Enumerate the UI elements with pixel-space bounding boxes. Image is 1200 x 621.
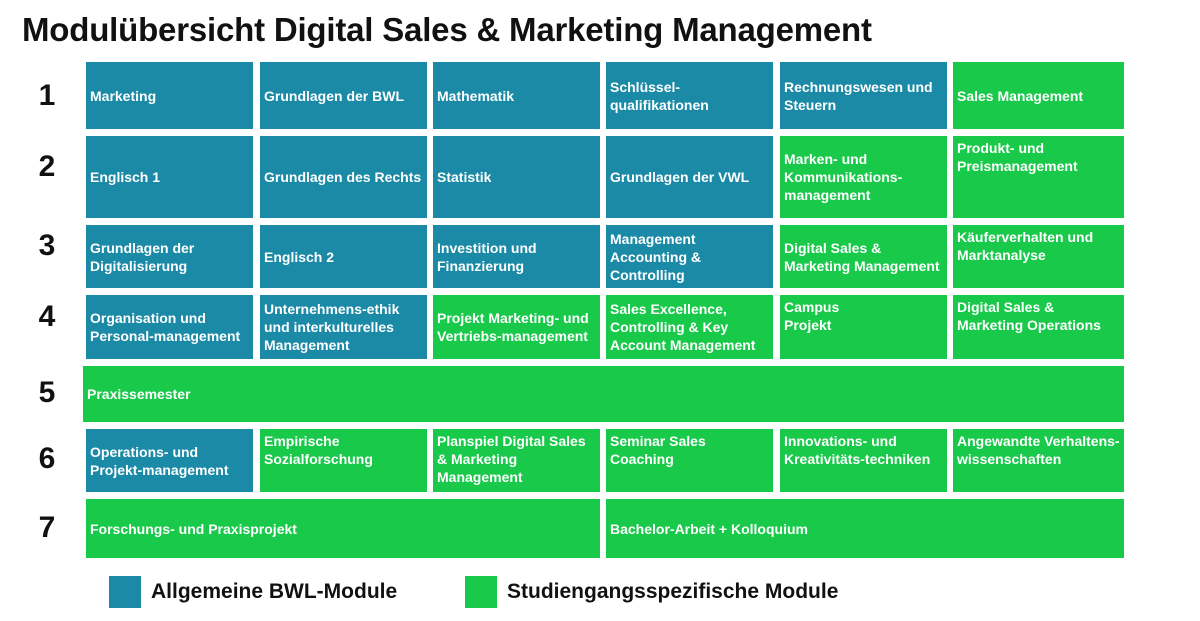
semester-number: 1 [38, 79, 56, 112]
module-cell: Käuferverhalten und Marktanalyse [953, 225, 1124, 288]
module-cell: Marketing [86, 62, 253, 129]
module-cell: Forschungs- und Praxisprojekt [86, 499, 600, 558]
module-cell: Mathematik [433, 62, 600, 129]
semester-number: 5 [38, 376, 56, 409]
module-cell: Campus Projekt [780, 295, 947, 359]
module-cell: Sales Excellence, Controlling & Key Acco… [606, 295, 773, 359]
legend-label-allgemein: Allgemeine BWL-Module [151, 580, 398, 603]
legend-swatch-spezifisch [465, 576, 497, 608]
module-cell: Projekt Marketing- und Vertriebs-managem… [433, 295, 600, 359]
module-cell: Digital Sales & Marketing Management [780, 225, 947, 288]
semester-number: 2 [38, 150, 56, 183]
module-cell: Angewandte Verhaltens-wissenschaften [953, 429, 1124, 492]
module-cell: Englisch 2 [260, 225, 427, 288]
module-cell: Empirische Sozialforschung [260, 429, 427, 492]
module-cell: Bachelor-Arbeit + Kolloquium [606, 499, 1124, 558]
module-cell: Organisation und Personal-management [86, 295, 253, 359]
module-cell: Grundlagen der VWL [606, 136, 773, 218]
module-cell: Operations- und Projekt-management [86, 429, 253, 492]
semester-number: 6 [38, 442, 56, 475]
module-cell: Grundlagen der Digitalisierung [86, 225, 253, 288]
semester-number: 3 [38, 229, 56, 262]
semester-number: 4 [38, 300, 56, 333]
module-cell: Produkt- und Preismanagement [953, 136, 1124, 218]
module-cell: Statistik [433, 136, 600, 218]
module-cell: Unternehmens-ethik und interkulturelles … [260, 295, 427, 359]
semester-number: 7 [38, 511, 56, 544]
module-cell: Grundlagen der BWL [260, 62, 427, 129]
module-cell-praxissemester: Praxissemester [83, 366, 1124, 422]
module-cell: Marken- und Kommunikations-management [780, 136, 947, 218]
legend-swatch-allgemein [109, 576, 141, 608]
module-cell: Rechnungswesen und Steuern [780, 62, 947, 129]
module-cell: Schlüssel-qualifikationen [606, 62, 773, 129]
page-title: Modulübersicht Digital Sales & Marketing… [22, 11, 872, 48]
module-cell: Planspiel Digital Sales & Marketing Mana… [433, 429, 600, 492]
module-cell: Innovations- und Kreativitäts-techniken [780, 429, 947, 492]
module-cell: Digital Sales & Marketing Operations [953, 295, 1124, 359]
module-cell: Englisch 1 [86, 136, 253, 218]
module-cell: Grundlagen des Rechts [260, 136, 427, 218]
module-cell: Sales Management [953, 62, 1124, 129]
module-cell: Seminar Sales Coaching [606, 429, 773, 492]
module-cell: Investition und Finanzierung [433, 225, 600, 288]
legend-label-spezifisch: Studiengangsspezifische Module [507, 580, 839, 603]
module-cell: Management Accounting & Controlling [606, 225, 773, 288]
